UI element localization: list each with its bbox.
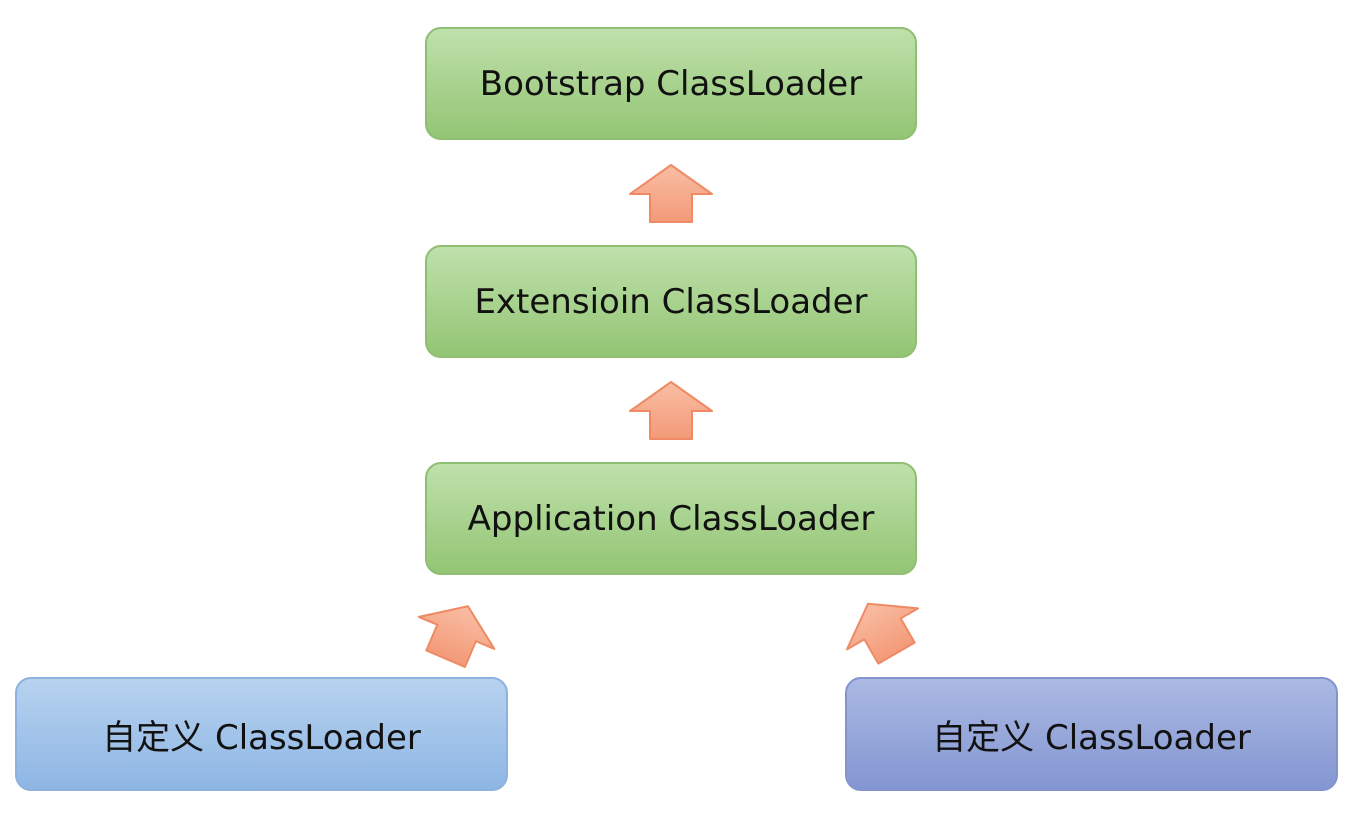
arrow-up-icon: [629, 381, 713, 440]
node-label: Application ClassLoader: [467, 498, 875, 539]
node-application-classloader: Application ClassLoader: [425, 462, 917, 575]
node-label: Bootstrap ClassLoader: [479, 63, 863, 104]
node-label: 自定义 ClassLoader: [102, 717, 421, 758]
arrow-up-icon: [629, 164, 713, 223]
arrow-diagonal-icon: [417, 605, 496, 668]
node-custom-classloader-right: 自定义 ClassLoader: [845, 677, 1338, 791]
node-label: Extensioin ClassLoader: [474, 281, 868, 322]
arrow-diagonal-icon: [845, 602, 920, 665]
node-bootstrap-classloader: Bootstrap ClassLoader: [425, 27, 917, 140]
node-extension-classloader: Extensioin ClassLoader: [425, 245, 917, 358]
node-label: 自定义 ClassLoader: [932, 717, 1251, 758]
node-custom-classloader-left: 自定义 ClassLoader: [15, 677, 508, 791]
